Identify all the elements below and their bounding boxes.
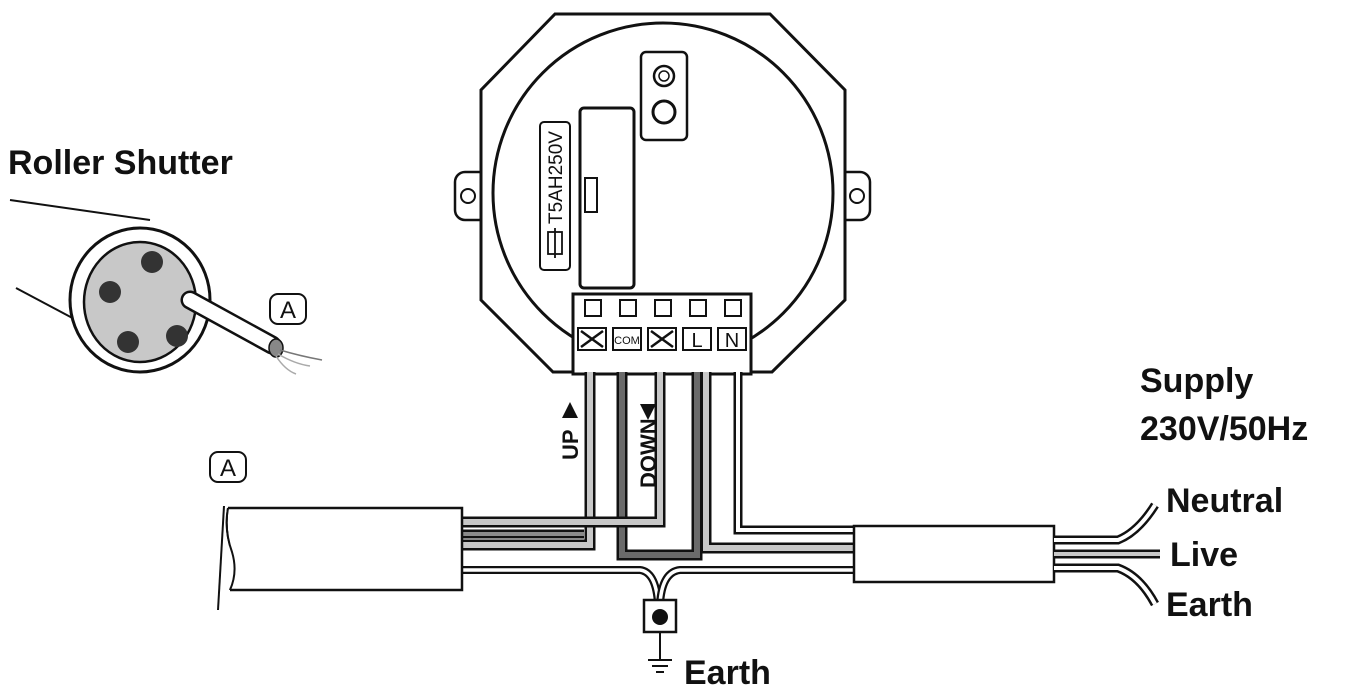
neutral-wire xyxy=(733,372,854,535)
arrow-cross-icon xyxy=(580,329,604,349)
terminal-com: COM xyxy=(612,299,642,351)
earth-lead xyxy=(1054,563,1159,607)
tag-a-motor xyxy=(269,293,307,325)
cable-sheath-left xyxy=(228,506,464,592)
motor-cable-sheath: A xyxy=(209,451,464,611)
control-panel xyxy=(639,50,689,142)
earth-wire-right xyxy=(656,566,854,605)
neutral-label: Neutral xyxy=(1166,482,1283,520)
terminal-relay-0 xyxy=(577,299,607,351)
down-label: DOWN xyxy=(636,418,661,488)
terminal-screw xyxy=(619,299,637,317)
terminal-label-box xyxy=(612,327,642,351)
earth-ground-icon xyxy=(648,659,672,673)
motor-cable-core xyxy=(279,349,323,361)
terminal-label: COM xyxy=(614,335,640,347)
terminal-screw xyxy=(689,299,707,317)
terminal-n: N xyxy=(717,299,747,352)
motor-cable-core xyxy=(275,355,297,375)
tag-a-motor-label: A xyxy=(280,297,296,324)
earth-label-bottom: Earth xyxy=(684,654,771,690)
terminal-label-box xyxy=(717,327,747,351)
terminal-wires: UP DOWN xyxy=(462,372,854,605)
motor-pin xyxy=(166,325,188,347)
roller-shutter-label: Roller Shutter xyxy=(8,144,233,182)
earth-wire-left xyxy=(462,566,662,605)
fuse-icon xyxy=(547,228,563,258)
live-label: Live xyxy=(1170,536,1238,574)
terminal-relay-2 xyxy=(647,299,677,351)
terminal-screw xyxy=(654,299,672,317)
live-wire xyxy=(700,372,854,554)
cable-sheath-right xyxy=(852,524,1056,584)
motor-pin xyxy=(99,281,121,303)
roller-shutter-motor: Roller Shutter A xyxy=(8,144,323,375)
tag-a-cable xyxy=(209,451,247,483)
supply-cable: Supply 230V/50Hz Neutral Live Earth xyxy=(852,362,1308,624)
terminal-screw xyxy=(584,299,602,317)
terminal-screw xyxy=(724,299,742,317)
earth-terminal: Earth xyxy=(642,598,771,690)
terminal-label-box xyxy=(682,327,712,351)
arrow-cross-icon xyxy=(650,329,674,349)
terminal-label: L xyxy=(691,330,702,352)
terminal-row: COM L N xyxy=(577,299,747,352)
up-label: UP xyxy=(558,429,583,460)
tag-a-cable-label: A xyxy=(220,455,236,482)
supply-voltage-label: 230V/50Hz xyxy=(1140,410,1308,448)
motor-tube-outline xyxy=(9,199,151,221)
supply-label: Supply xyxy=(1140,362,1253,400)
terminal-l: L xyxy=(682,299,712,352)
push-button xyxy=(651,99,677,125)
earth-label-right: Earth xyxy=(1166,586,1253,624)
motor-pin xyxy=(141,251,163,273)
motor-pin xyxy=(117,331,139,353)
fuse-rating-label: T5AH250V xyxy=(546,131,567,224)
up-arrow-icon xyxy=(562,402,578,418)
down-arrow-icon xyxy=(640,404,656,420)
motor-cable-core xyxy=(277,353,311,367)
terminal-label: N xyxy=(725,330,739,352)
fuse-holder xyxy=(578,106,636,290)
shutter-module: T5AH250V COM L N xyxy=(453,12,872,376)
